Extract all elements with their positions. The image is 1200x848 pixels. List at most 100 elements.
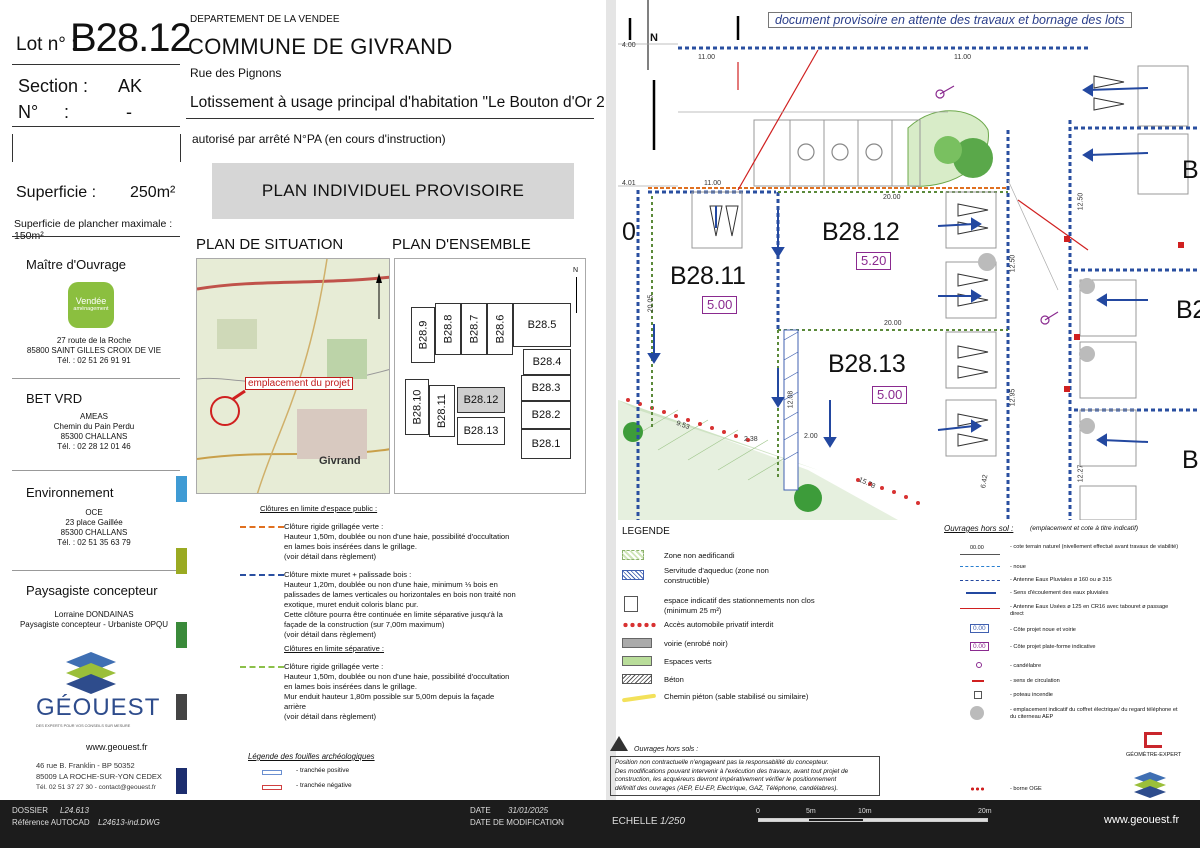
cloture3-line2: en lames bois insérées dans le grillage. bbox=[284, 682, 417, 691]
warning-title: Ouvrages hors sols : bbox=[634, 746, 699, 753]
section-value: AK bbox=[118, 76, 143, 96]
street: Rue des Pignons bbox=[190, 66, 282, 80]
situation-map-graphic bbox=[197, 259, 389, 493]
dim-17: 4.00 bbox=[622, 42, 636, 49]
dim-15: 12.95 bbox=[1009, 388, 1017, 407]
geouest-logo-icon bbox=[66, 652, 116, 694]
environnement-name: OCE bbox=[85, 508, 103, 517]
cloture2-title: Clôture mixte muret + palissade bois : bbox=[284, 570, 412, 579]
situation-town: Givrand bbox=[319, 455, 361, 467]
dim-14: 12.50 bbox=[1077, 192, 1085, 211]
lot-b28-1: B28.1 bbox=[521, 429, 571, 459]
vendee-logo-top: Vendée bbox=[75, 296, 107, 306]
plan-lot-b28-12: B28.12 bbox=[822, 218, 900, 246]
divider bbox=[606, 0, 616, 800]
plan-lot-b28-12-alt: 5.20 bbox=[856, 252, 892, 270]
ensemble-north: N bbox=[573, 267, 579, 274]
geouest-address2: 85009 LA ROCHE-SUR-YON CEDEX bbox=[36, 772, 162, 781]
paysagiste-title: Paysagiste concepteur bbox=[26, 583, 158, 598]
swatch-voirie bbox=[622, 638, 652, 648]
geometre-expert-logo-icon bbox=[1144, 732, 1162, 748]
cloture2-line1: Hauteur 1,20m, doublée ou non d'une haie… bbox=[284, 580, 498, 589]
cloture2-line4: Cette clôture pourra être continuée en l… bbox=[284, 610, 503, 619]
bet-title: BET VRD bbox=[26, 391, 83, 406]
swatch-acces-interdit bbox=[622, 622, 658, 628]
plan-left-edge-label: 0 bbox=[622, 218, 636, 246]
warning-triangle-icon bbox=[610, 736, 628, 751]
dim-3: 11.00 bbox=[704, 180, 721, 187]
legend-item-3: espace indicatif des stationnements non … bbox=[664, 596, 815, 615]
situation-map: emplacement du projet Givrand bbox=[196, 258, 390, 494]
ouvrages-title: Ouvrages hors sol : bbox=[944, 524, 1014, 533]
ouvrage-item-5: - Antenne Eaux Usées ø 125 en CR16 avec … bbox=[1010, 604, 1169, 617]
ouvrage-item-1: - cote terrain naturel (nivellement effe… bbox=[1010, 544, 1179, 550]
section-label: Section : bbox=[18, 76, 89, 96]
dim-16: 12.27 bbox=[1077, 464, 1085, 483]
lot-b28-11: B28.11 bbox=[429, 385, 455, 437]
cote-sample-terrain: 00.00 bbox=[970, 545, 984, 551]
footer-echelle-label: ECHELLE bbox=[612, 816, 658, 827]
superficie-value: 250m² bbox=[130, 184, 176, 201]
footer-date: 31/01/2025 bbox=[508, 806, 549, 815]
clotures-public-title: Clôtures en limite d'espace public : bbox=[260, 504, 378, 513]
legende-title: LEGENDE bbox=[622, 526, 670, 537]
ouvrage-item-6: - Côte projet noue et voirie bbox=[1010, 627, 1076, 633]
color-bar-2 bbox=[176, 548, 187, 574]
dim-13: 12.50 bbox=[1009, 254, 1017, 273]
situation-marker-label: emplacement du projet bbox=[245, 377, 353, 390]
scale-label-5: 5m bbox=[806, 808, 816, 815]
number-colon: : bbox=[64, 102, 70, 122]
legend-item-4: Accès automobile privatif interdit bbox=[664, 620, 774, 629]
swatch-servitude bbox=[622, 570, 644, 580]
cloture2-line5: façade de la construction (sur 7,00m max… bbox=[284, 620, 445, 629]
ensemble-title: PLAN D'ENSEMBLE bbox=[392, 236, 531, 253]
ouvrage-item-8: - candélabre bbox=[1010, 663, 1042, 669]
warning-line-2: Des modifications pouvant intervenir à l… bbox=[615, 767, 849, 775]
lotissement-title: Lotissement à usage principal d'habitati… bbox=[190, 94, 615, 111]
footer-autocad: L24613-ind.DWG bbox=[98, 818, 160, 827]
environnement-address2: 85300 CHALLANS bbox=[60, 528, 128, 537]
ouvrage-item-2: - noue bbox=[1010, 564, 1026, 570]
legend-item-6: Espaces verts bbox=[664, 657, 712, 666]
paysagiste-role: Paysagiste concepteur - Urbaniste OPQU bbox=[19, 620, 169, 629]
swatch-stationnement bbox=[624, 596, 638, 612]
lot-b28-2: B28.2 bbox=[521, 401, 571, 429]
legend-item-8: Chemin piéton (sable stabilisé ou simila… bbox=[664, 692, 809, 701]
plan-lot-b28-11-alt: 5.00 bbox=[702, 296, 738, 314]
dim-2: 11.00 bbox=[954, 54, 971, 61]
dim-5: 20.00 bbox=[884, 320, 902, 327]
fouilles-title: Légende des fouilles archéologiques bbox=[248, 752, 375, 761]
coffret-icon bbox=[970, 706, 984, 720]
lot-b28-9: B28.9 bbox=[411, 307, 435, 363]
cloture3-title: Clôture rigide grillagée verte : bbox=[284, 662, 384, 671]
dim-4: 20.00 bbox=[883, 194, 901, 201]
poteau-incendie-icon bbox=[974, 691, 982, 699]
footer-strip: DOSSIER L24.613 Référence AUTOCAD L24613… bbox=[0, 800, 1200, 848]
cloture3-line3: Mur enduit hauteur 1,80m possible sur 5,… bbox=[284, 692, 495, 701]
environnement-address1: 23 place Gaillée bbox=[65, 518, 123, 527]
ouvrage-item-10: - poteau incendie bbox=[1010, 692, 1053, 698]
candelabre-icon bbox=[976, 662, 982, 668]
dim-1: 11.00 bbox=[698, 54, 715, 61]
footer-modif: - bbox=[556, 818, 559, 827]
swatch-espaces-verts bbox=[622, 656, 652, 666]
warning-line-1: Position non contractuelle n'engageant p… bbox=[615, 759, 829, 766]
lot-b28-8: B28.8 bbox=[435, 303, 461, 355]
geouest-small-logo-icon bbox=[1134, 772, 1166, 798]
cloture3-line4: arrière bbox=[284, 702, 306, 711]
number-value: - bbox=[126, 102, 132, 122]
provisional-note: document provisoire en attente des trava… bbox=[768, 12, 1132, 28]
ouvrage-item-7: - Côte projet plate-forme indicative bbox=[1010, 644, 1096, 650]
color-bar-1 bbox=[176, 476, 187, 502]
environnement-tel: Tél. : 02 51 35 63 79 bbox=[57, 538, 131, 547]
department: DEPARTEMENT DE LA VENDEE bbox=[190, 14, 340, 25]
lot-plan-graphic bbox=[618, 0, 1200, 520]
footer-autocad-label: Référence AUTOCAD bbox=[12, 818, 90, 827]
arrete: autorisé par arrêté N°PA (en cours d'ins… bbox=[192, 132, 446, 146]
dim-7: 12.08 bbox=[787, 390, 795, 409]
footer-web: www.geouest.fr bbox=[1104, 814, 1180, 826]
swatch-beton bbox=[622, 674, 652, 684]
environnement-title: Environnement bbox=[26, 485, 114, 500]
number-label: N° bbox=[18, 102, 39, 122]
legend-item-2: Servitude d'aqueduc (zone non constructi… bbox=[664, 566, 769, 585]
